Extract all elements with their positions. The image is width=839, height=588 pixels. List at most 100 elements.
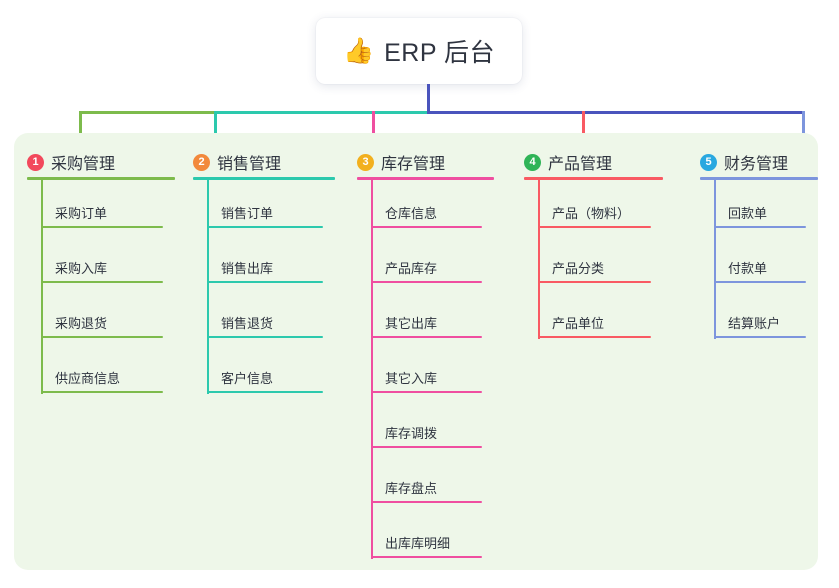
root-stem-connector — [426, 84, 430, 113]
branch-column-5: 5 财务管理回款单付款单结算账户 — [700, 133, 818, 570]
branch-item[interactable]: 仓库信息 — [385, 202, 482, 228]
branch-spine — [41, 179, 43, 394]
branch-item-connector — [41, 391, 56, 393]
branch-spine — [714, 179, 716, 339]
column-drop-4 — [581, 111, 585, 146]
branch-title-rule — [700, 177, 818, 180]
bus-segment-1 — [79, 110, 217, 114]
branch-column-1: 1 采购管理采购订单采购入库采购退货供应商信息 — [27, 133, 175, 570]
branch-item-connector — [538, 336, 553, 338]
branch-item-label: 付款单 — [728, 261, 768, 276]
branch-item-label: 销售出库 — [221, 261, 274, 276]
branch-item[interactable]: 产品单位 — [552, 312, 651, 338]
bus-segment-3 — [427, 110, 805, 114]
branch-item-rule — [552, 226, 651, 228]
branch-item-label: 仓库信息 — [385, 206, 438, 221]
branch-number-badge: 1 — [27, 153, 44, 171]
branch-title-rule — [357, 177, 494, 180]
branch-item-connector — [41, 336, 56, 338]
column-drop-2 — [213, 111, 217, 146]
branch-number-badge: 5 — [700, 153, 717, 171]
branch-item-label: 客户信息 — [221, 371, 274, 386]
branch-item[interactable]: 采购入库 — [55, 257, 163, 283]
branch-item-label: 采购退货 — [55, 316, 108, 331]
branch-item-connector — [371, 226, 386, 228]
branch-item-connector — [538, 226, 553, 228]
branch-title-label: 采购管理 — [51, 156, 116, 173]
branch-item-label: 库存盘点 — [385, 481, 438, 496]
branch-item-rule — [385, 336, 482, 338]
branch-item[interactable]: 出库库明细 — [385, 532, 482, 558]
branch-item-rule — [385, 281, 482, 283]
root-node-title: ERP 后台 — [384, 39, 496, 67]
branch-item-rule — [728, 281, 806, 283]
branch-item-label: 产品单位 — [552, 316, 605, 331]
branch-title-rule — [27, 177, 175, 180]
root-node[interactable]: 👍 ERP 后台 — [316, 18, 522, 84]
branch-item[interactable]: 结算账户 — [728, 312, 806, 338]
branch-item-connector — [371, 391, 386, 393]
branch-spine — [371, 179, 373, 559]
branch-item[interactable]: 产品库存 — [385, 257, 482, 283]
branch-item[interactable]: 销售出库 — [221, 257, 323, 283]
branch-item-connector — [41, 226, 56, 228]
branch-item-rule — [221, 281, 323, 283]
branch-item[interactable]: 其它入库 — [385, 367, 482, 393]
branch-item[interactable]: 供应商信息 — [55, 367, 163, 393]
branch-item-label: 库存调拨 — [385, 426, 438, 441]
branch-item-rule — [728, 226, 806, 228]
branch-item[interactable]: 回款单 — [728, 202, 806, 228]
branch-item-connector — [371, 446, 386, 448]
branch-item-label: 其它出库 — [385, 316, 438, 331]
branch-item-label: 供应商信息 — [55, 371, 121, 386]
branch-spine — [207, 179, 209, 394]
branch-item[interactable]: 销售订单 — [221, 202, 323, 228]
branch-item[interactable]: 采购退货 — [55, 312, 163, 338]
branch-item[interactable]: 产品分类 — [552, 257, 651, 283]
branch-item-label: 采购订单 — [55, 206, 108, 221]
branch-item-rule — [221, 336, 323, 338]
branch-item-connector — [538, 281, 553, 283]
branch-item-rule — [221, 391, 323, 393]
branch-item[interactable]: 库存调拨 — [385, 422, 482, 448]
branch-item-connector — [207, 281, 222, 283]
branch-number-badge: 4 — [524, 153, 541, 171]
column-drop-1 — [78, 111, 82, 146]
branch-item-label: 产品库存 — [385, 261, 438, 276]
branch-item-label: 产品分类 — [552, 261, 605, 276]
branch-item[interactable]: 销售退货 — [221, 312, 323, 338]
branch-item-rule — [385, 501, 482, 503]
branch-item-label: 出库库明细 — [385, 536, 451, 551]
branch-item[interactable]: 库存盘点 — [385, 477, 482, 503]
branch-title-rule — [193, 177, 335, 180]
branch-item-rule — [385, 556, 482, 558]
branch-title-1[interactable]: 1 采购管理 — [27, 150, 115, 174]
branch-title-label: 财务管理 — [724, 156, 789, 173]
branch-item[interactable]: 客户信息 — [221, 367, 323, 393]
branch-spine — [538, 179, 540, 339]
branch-item[interactable]: 其它出库 — [385, 312, 482, 338]
branch-item-label: 销售订单 — [221, 206, 274, 221]
branch-number-badge: 2 — [193, 153, 210, 171]
branch-title-rule — [524, 177, 663, 180]
branch-item[interactable]: 产品（物料） — [552, 202, 651, 228]
branch-item-rule — [221, 226, 323, 228]
branch-item[interactable]: 采购订单 — [55, 202, 163, 228]
branch-item-connector — [371, 336, 386, 338]
thumbs-up-icon: 👍 — [342, 36, 375, 65]
branch-title-5[interactable]: 5 财务管理 — [700, 150, 788, 174]
branch-item-connector — [41, 281, 56, 283]
branch-item[interactable]: 付款单 — [728, 257, 806, 283]
branch-item-rule — [55, 391, 163, 393]
branch-item-connector — [714, 281, 729, 283]
branch-item-rule — [385, 446, 482, 448]
branch-item-connector — [714, 226, 729, 228]
branch-item-connector — [371, 501, 386, 503]
branch-item-rule — [552, 336, 651, 338]
